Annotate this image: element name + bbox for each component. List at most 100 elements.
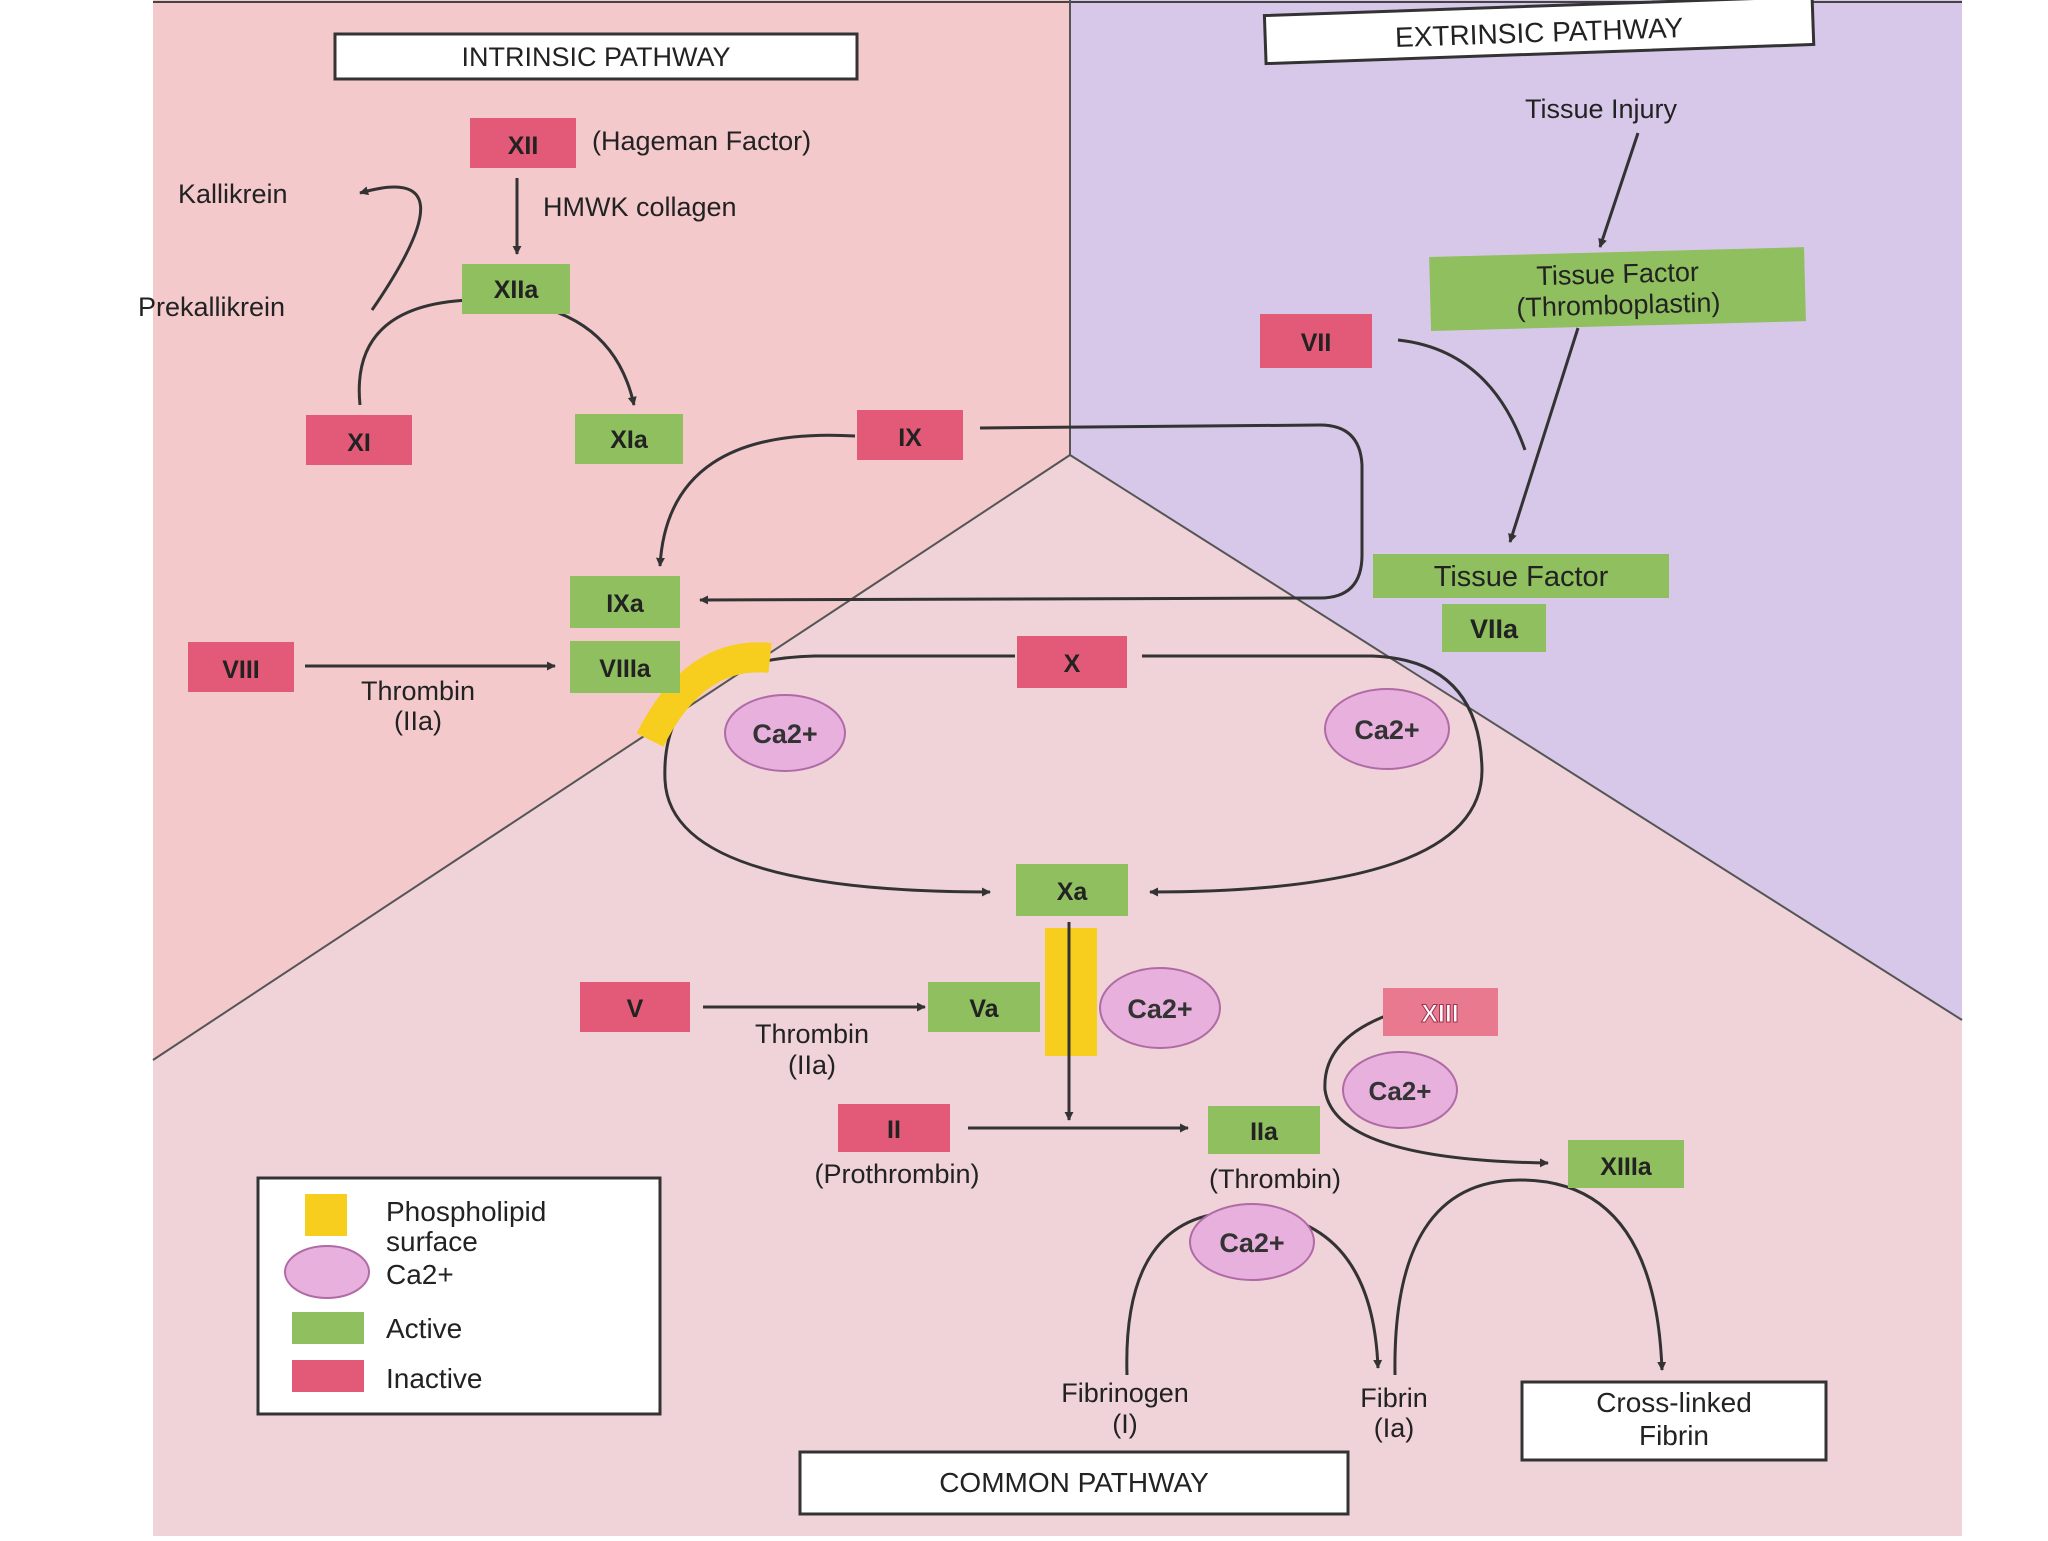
phospholipid-surface-tenase — [636, 642, 772, 747]
factor-box-viiia: VIIIa — [570, 641, 680, 693]
factor-box-xii: XII — [470, 118, 576, 168]
ca-ion-2: Ca2+ — [1324, 688, 1450, 770]
legend: Phospholipid surface Ca2+ Active Inactiv… — [256, 1176, 662, 1416]
ca-label: Ca2+ — [1354, 715, 1419, 745]
legend-swatch-inactive — [292, 1360, 364, 1392]
intrinsic-region — [153, 0, 1070, 1060]
legend-swatch-phospholipid — [305, 1194, 347, 1236]
label-fibrin-abbr: (Ia) — [1374, 1413, 1415, 1443]
ca-ion-1: Ca2+ — [724, 694, 846, 772]
label-thrombin-2-abbr: (IIa) — [788, 1050, 836, 1080]
factor-label-xia: XIa — [610, 426, 649, 454]
label-thrombin-2: Thrombin — [755, 1019, 869, 1049]
arrow-ix-to-ixa — [655, 433, 856, 567]
factor-label-ix: IX — [898, 424, 922, 452]
factor-box-ix: IX — [857, 410, 963, 460]
arrow-fibrin-to-crosslinked — [1393, 1178, 1667, 1376]
intrinsic-heading-text: INTRINSIC PATHWAY — [462, 42, 731, 72]
legend-ca: Ca2+ — [386, 1259, 454, 1290]
factor-label-xii: XII — [508, 132, 539, 160]
labels: (Hageman Factor) HMWK collagen Kallikrei… — [138, 94, 1678, 1443]
label-prothrombin: (Prothrombin) — [814, 1159, 979, 1189]
label-crosslinked-1: Cross-linked — [1596, 1387, 1752, 1418]
factor-label-iia: IIa — [1250, 1118, 1279, 1146]
tissue-factor-viia-line-2: VIIa — [1470, 614, 1519, 644]
factor-label-ii: II — [887, 1116, 901, 1144]
factor-label-viii: VIII — [222, 656, 260, 684]
factor-label-v: V — [627, 995, 644, 1023]
extrinsic-heading: EXTRINSIC PATHWAY — [1262, 0, 1816, 66]
label-fibrinogen-abbr: (I) — [1112, 1409, 1137, 1439]
legend-swatch-active — [292, 1312, 364, 1344]
ca-label: Ca2+ — [1369, 1076, 1432, 1106]
ca-label: Ca2+ — [1219, 1228, 1284, 1258]
label-prekallikrein: Prekallikrein — [138, 292, 285, 322]
factor-box-v: V — [580, 982, 690, 1032]
ca-ion-5: Ca2+ — [1189, 1203, 1315, 1281]
crosslinked-fibrin-box: Cross-linked Fibrin — [1520, 1380, 1828, 1462]
common-heading-text: COMMON PATHWAY — [939, 1467, 1209, 1498]
factor-label-ixa: IXa — [606, 590, 645, 618]
intrinsic-heading: INTRINSIC PATHWAY — [333, 32, 859, 81]
ca-ion-4: Ca2+ — [1342, 1051, 1458, 1129]
arrow-prekallikrein-to-kallikrein — [359, 185, 422, 311]
factor-box-ii: II — [838, 1104, 950, 1152]
tissue-factor-line-1: Tissue Factor — [1536, 257, 1699, 291]
ca-label: Ca2+ — [752, 719, 817, 749]
legend-swatch-ca — [284, 1245, 370, 1299]
ca-ion-3: Ca2+ — [1099, 967, 1221, 1049]
factor-label-xiii: XIII — [1421, 1000, 1459, 1028]
divider-right — [1069, 454, 1963, 1021]
factor-box-xiia: XIIa — [462, 264, 570, 314]
factor-label-xa: Xa — [1057, 878, 1089, 906]
factor-box-xa: Xa — [1016, 864, 1128, 916]
factor-label-vii: VII — [1301, 329, 1332, 357]
legend-active: Active — [386, 1313, 462, 1344]
label-thrombin-paren: (Thrombin) — [1209, 1164, 1341, 1194]
label-hmwk-collagen: HMWK collagen — [543, 192, 737, 222]
label-thrombin-1: Thrombin — [361, 676, 475, 706]
factor-box-tissue-factor: Tissue Factor (Thromboplastin) — [1429, 247, 1806, 331]
common-heading: COMMON PATHWAY — [798, 1450, 1350, 1516]
arrow-tissue-injury — [1598, 132, 1640, 248]
factor-label-viiia: VIIIa — [599, 655, 652, 683]
factor-box-xiii: XIII — [1383, 988, 1498, 1036]
factor-box-xiiia: XIIIa — [1568, 1140, 1684, 1188]
factor-box-ixa: IXa — [570, 576, 680, 628]
factor-label-xi: XI — [347, 429, 371, 457]
legend-phospholipid-2: surface — [386, 1226, 478, 1257]
label-crosslinked-2: Fibrin — [1639, 1420, 1709, 1451]
tissue-factor-line-2: (Thromboplastin) — [1516, 287, 1721, 322]
factor-label-x: X — [1064, 650, 1081, 678]
label-fibrinogen: Fibrinogen — [1061, 1378, 1189, 1408]
arrow-xiii-to-xiiia — [1323, 1013, 1549, 1168]
factor-label-xiiia: XIIIa — [1600, 1153, 1653, 1181]
label-tissue-injury: Tissue Injury — [1525, 94, 1678, 124]
factor-box-iia: IIa — [1208, 1106, 1320, 1154]
factor-box-x: X — [1017, 636, 1127, 688]
divider-left — [152, 454, 1071, 1061]
factor-box-viii: VIII — [188, 642, 294, 692]
factor-box-vii: VII — [1260, 314, 1372, 368]
label-hageman-factor: (Hageman Factor) — [592, 126, 811, 156]
factor-box-va: Va — [928, 982, 1040, 1032]
factor-label-xiia: XIIa — [494, 276, 540, 304]
label-fibrin: Fibrin — [1360, 1383, 1428, 1413]
factor-label-va: Va — [969, 995, 999, 1023]
arrow-x-to-xa-right — [1142, 654, 1484, 897]
legend-phospholipid-1: Phospholipid — [386, 1196, 546, 1227]
factor-box-xia: XIa — [575, 414, 683, 464]
factor-box-tissue-factor-viia: Tissue Factor VIIa — [1373, 554, 1669, 652]
legend-inactive: Inactive — [386, 1363, 483, 1394]
ca-label: Ca2+ — [1127, 994, 1192, 1024]
arrow-tissue-factor-viia-to-ixa — [699, 423, 1364, 605]
label-thrombin-1-abbr: (IIa) — [394, 706, 442, 736]
label-kallikrein: Kallikrein — [178, 179, 288, 209]
phospholipid-surface-prothrombinase — [1045, 928, 1097, 1056]
tissue-factor-viia-line-1: Tissue Factor — [1434, 561, 1609, 593]
arrow-tissue-factor-to-complex — [1508, 327, 1580, 543]
factor-box-xi: XI — [306, 415, 412, 465]
arc-vii — [1397, 338, 1527, 451]
